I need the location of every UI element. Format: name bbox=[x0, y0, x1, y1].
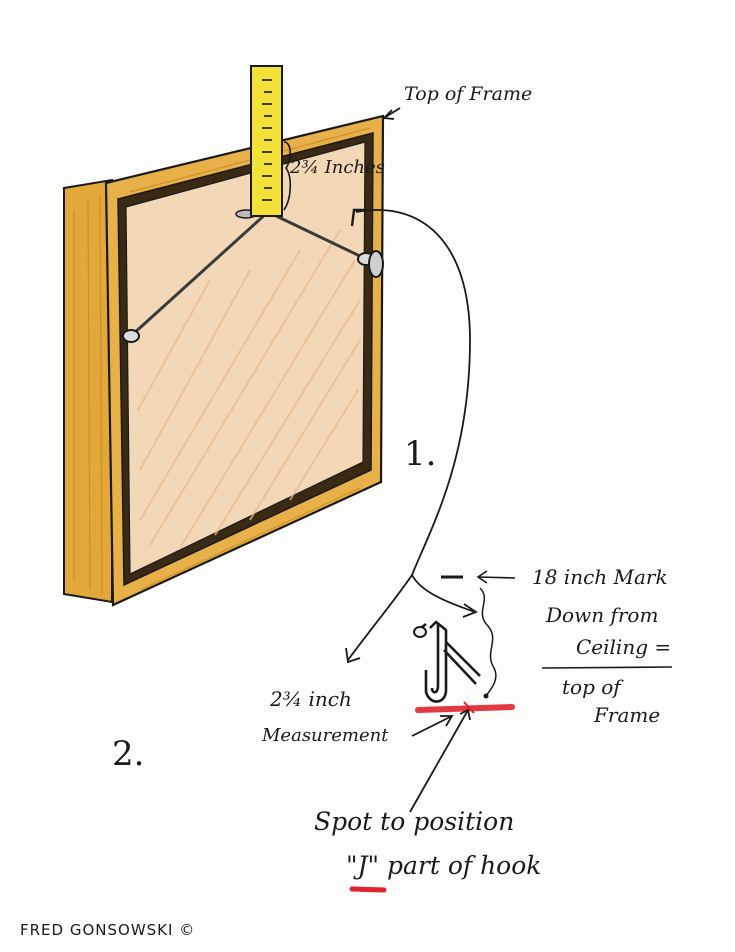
curved-arrow bbox=[355, 209, 471, 576]
spot-label-line2: "J" part of hook bbox=[346, 852, 541, 880]
spot-label-line1: Spot to position bbox=[314, 807, 515, 836]
top-of-frame-label: Top of Frame bbox=[404, 83, 533, 105]
down-from-label: Down from bbox=[546, 603, 659, 627]
tape-measurement-label: 2¾ Inches bbox=[290, 157, 385, 178]
red-j-underline bbox=[349, 886, 387, 893]
red-line-tick bbox=[463, 701, 475, 714]
left-eye-screw bbox=[122, 329, 140, 343]
signature: FRED GONSOWSKI © bbox=[20, 921, 196, 939]
j-quote: "J" bbox=[346, 851, 380, 880]
step-two-label: 2. bbox=[112, 734, 145, 774]
right-mount-bracket bbox=[368, 250, 384, 278]
arrow-to-measurement-start bbox=[347, 574, 413, 661]
mark-arrowhead bbox=[476, 570, 488, 584]
arrowhead-down-left bbox=[345, 647, 361, 664]
measurement-word-label: Measurement bbox=[262, 725, 389, 746]
red-line-mark bbox=[415, 704, 515, 713]
measurement-arrowhead bbox=[440, 715, 454, 727]
ceiling-label: Ceiling = bbox=[576, 635, 672, 659]
measurement-arrow bbox=[411, 715, 453, 737]
part-of-hook-text: part of hook bbox=[379, 851, 542, 880]
top-of-label: top of bbox=[562, 675, 621, 699]
top-of-frame-arrowhead bbox=[382, 109, 395, 120]
spot-dot bbox=[483, 693, 489, 699]
step-one-label: 1. bbox=[404, 434, 437, 474]
arrow-right-branch bbox=[411, 574, 476, 613]
tape-ticks bbox=[262, 79, 272, 201]
frame-label: Frame bbox=[594, 703, 661, 727]
measurement-wave bbox=[479, 587, 497, 697]
curved-arrow-head bbox=[350, 208, 366, 227]
canvas-shading bbox=[137, 229, 361, 549]
dimension-bracket bbox=[283, 141, 292, 211]
arrowhead-right bbox=[462, 603, 478, 618]
measurement-value-label: 2¾ inch bbox=[270, 687, 352, 711]
mark-arrow bbox=[477, 576, 516, 579]
spot-arrowhead bbox=[459, 708, 471, 721]
eighteen-inch-mark-label: 18 inch Mark bbox=[532, 565, 668, 589]
spot-arrow bbox=[409, 709, 469, 813]
fraction-line bbox=[541, 666, 673, 669]
tape-measure bbox=[250, 65, 283, 217]
canvas bbox=[125, 141, 366, 575]
nail-head bbox=[413, 626, 427, 638]
